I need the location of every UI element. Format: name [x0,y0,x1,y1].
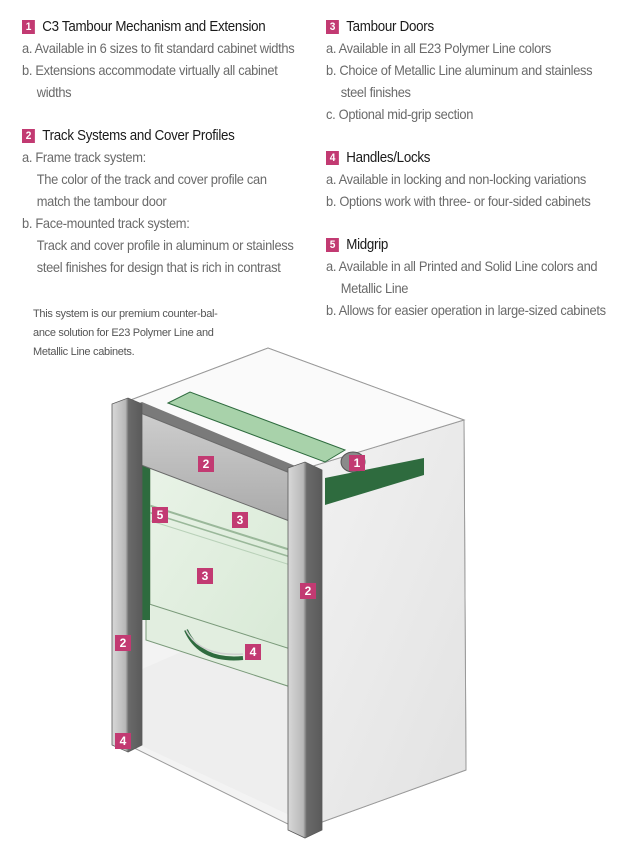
list-item: b. Choice of Metallic Line aluminum and … [326,62,593,100]
section-2: 2 Track Systems and Cover Profiles a. Fr… [22,126,317,278]
section-heading: 3 Tambour Doors [326,17,592,37]
callout-4: 4 [245,644,261,660]
section-title: C3 Tambour Mechanism and Extension [42,19,266,35]
list-item: b. Face-mounted track system:Track and c… [22,215,294,275]
section-title: Tambour Doors [346,19,434,35]
number-badge: 1 [22,20,35,34]
left-track [140,460,150,620]
section-title: Track Systems and Cover Profiles [42,128,235,144]
section-4: 4 Handles/Locks a. Available in locking … [326,148,614,212]
callout-2: 2 [115,635,131,651]
list-item: b. Options work with three- or four-side… [326,193,591,209]
callout-1: 1 [349,455,365,471]
number-badge: 2 [22,129,35,143]
system-note: This system is our premium counter-bal- … [33,308,218,358]
section-heading: 1 C3 Tambour Mechanism and Extension [22,17,294,37]
list-item: a. Available in all E23 Polymer Line col… [326,40,552,56]
list-item: b. Extensions accommodate virtually all … [22,62,278,100]
list-item: a. Available in all Printed and Solid Li… [326,258,598,296]
section-1: 1 C3 Tambour Mechanism and Extension a. … [22,17,318,103]
list-item: a. Available in 6 sizes to fit standard … [22,40,295,56]
left-post [111,397,143,753]
list-item: a. Available in locking and non-locking … [326,171,587,187]
right-post [287,461,323,839]
number-badge: 4 [326,151,339,165]
callout-2: 2 [198,456,214,472]
section-5: 5 Midgrip a. Available in all Printed an… [326,235,626,321]
callout-3: 3 [197,568,213,584]
callout-4: 4 [115,733,131,749]
list-item: b. Allows for easier operation in large-… [326,302,606,318]
section-heading: 4 Handles/Locks [326,148,591,168]
section-heading: 5 Midgrip [326,235,606,255]
number-badge: 3 [326,20,339,34]
extension-bracket [325,458,424,505]
list-item: c. Optional mid-grip section [326,106,474,122]
section-title: Midgrip [346,237,389,253]
number-badge: 5 [326,238,339,252]
tambour-roll-top [166,391,347,463]
section-title: Handles/Locks [346,150,431,166]
callout-5: 5 [152,507,168,523]
callout-3: 3 [232,512,248,528]
section-3: 3 Tambour Doors a. Available in all E23 … [326,17,615,125]
section-heading: 2 Track Systems and Cover Profiles [22,126,294,146]
callout-2: 2 [300,583,316,599]
list-item: a. Frame track system:The color of the t… [22,149,267,209]
